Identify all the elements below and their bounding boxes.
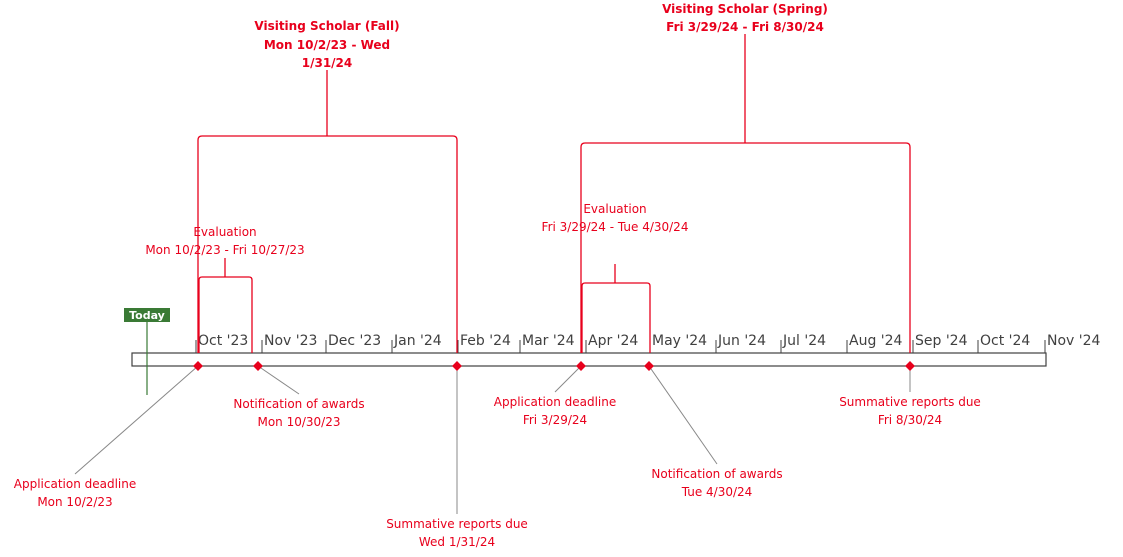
month-label: Jul '24 [782,333,826,349]
month-label: Aug '24 [849,333,903,349]
milestone-date: Fri 8/30/24 [878,413,942,427]
milestone-connector [554,365,582,393]
month-label: Nov '23 [264,333,317,349]
span-title: Evaluation [193,225,256,239]
diamond-marker-icon[interactable] [452,361,462,371]
milestone-title: Summative reports due [386,517,528,531]
month-label: Mar '24 [522,333,575,349]
milestone-date: Fri 3/29/24 [523,413,587,427]
span-bracket [581,282,651,353]
span-dates: Mon 10/2/23 - Wed [264,38,390,52]
diamond-marker-icon[interactable] [253,361,263,371]
span-dates: 1/31/24 [302,56,353,70]
today-label: Today [129,309,165,322]
span-title: Visiting Scholar (Fall) [254,19,399,33]
month-label: Apr '24 [588,333,638,349]
month-axis: Oct '23 Nov '23 Dec '23 Jan '24 Feb '24 Mar '… [195,333,1101,353]
milestone-title: Notification of awards [651,467,782,481]
month-label: Jan '24 [393,333,442,349]
diamond-marker-icon[interactable] [905,361,915,371]
milestone-title: Summative reports due [839,395,981,409]
span-visiting-scholar-spring[interactable]: Visiting Scholar (Spring) Fri 3/29/24 - … [580,2,911,353]
diamond-marker-icon[interactable] [644,361,654,371]
milestone-title: Notification of awards [233,397,364,411]
milestone-date: Mon 10/30/23 [257,415,340,429]
milestone-connector [648,365,718,465]
timeline-bar [131,352,1047,367]
month-label: Oct '23 [198,333,248,349]
milestone-connector [74,365,199,475]
month-label: Sep '24 [915,333,968,349]
milestone-date: Tue 4/30/24 [681,485,753,499]
span-title: Visiting Scholar (Spring) [662,2,828,16]
milestone-title: Application deadline [14,477,137,491]
milestone-connector [257,365,300,395]
milestone-date: Wed 1/31/24 [419,535,495,549]
span-evaluation-fall[interactable]: Evaluation Mon 10/2/23 - Fri 10/27/23 [145,225,305,353]
month-label: Oct '24 [980,333,1030,349]
month-label: Nov '24 [1047,333,1101,349]
span-dates: Fri 3/29/24 - Fri 8/30/24 [666,20,824,34]
month-label: Jun '24 [717,333,766,349]
milestone-title: Application deadline [494,395,617,409]
diamond-marker-icon[interactable] [576,361,586,371]
span-dates: Fri 3/29/24 - Tue 4/30/24 [542,220,689,234]
month-label: May '24 [652,333,707,349]
today-marker[interactable] [124,308,170,322]
month-label: Feb '24 [460,333,511,349]
span-evaluation-spring[interactable]: Evaluation Fri 3/29/24 - Tue 4/30/24 [542,202,689,353]
span-title: Evaluation [583,202,646,216]
span-bracket [580,142,911,353]
diamond-marker-icon[interactable] [193,361,203,371]
month-label: Dec '23 [328,333,381,349]
span-visiting-scholar-fall[interactable]: Visiting Scholar (Fall) Mon 10/2/23 - We… [197,19,458,353]
milestone-date: Mon 10/2/23 [37,495,112,509]
span-dates: Mon 10/2/23 - Fri 10/27/23 [145,243,304,257]
